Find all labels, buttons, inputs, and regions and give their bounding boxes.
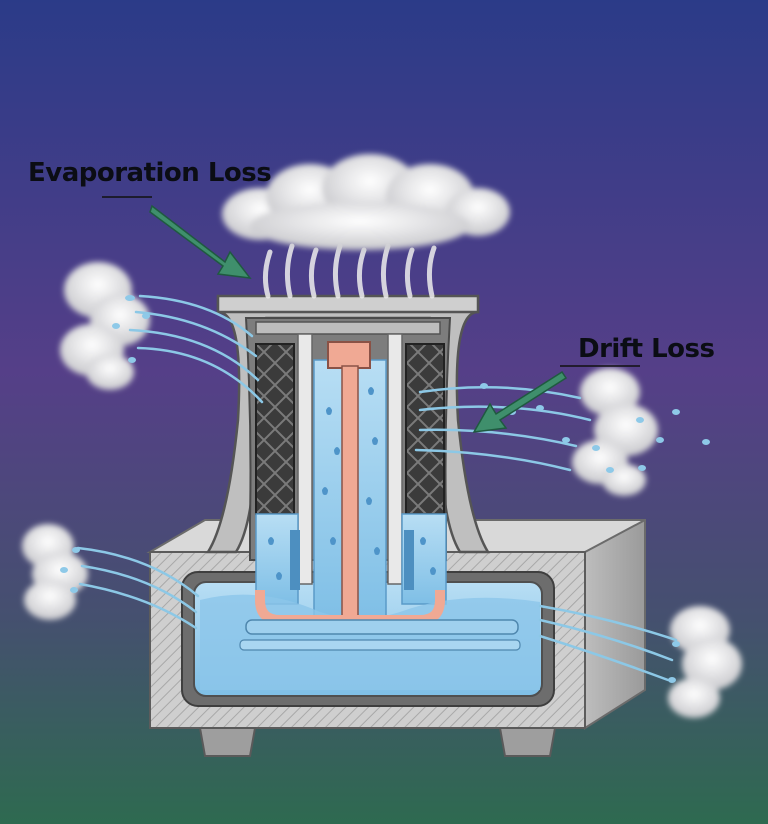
evaporation-loss-label: Evaporation Loss (28, 158, 272, 188)
evaporation-arrow (102, 196, 252, 279)
cloud-right-drift (572, 368, 658, 496)
cloud-left-upper (60, 262, 150, 390)
drift-arrow (472, 365, 640, 433)
cloud-right-lower (668, 606, 742, 718)
evaporation-cloud (222, 154, 510, 250)
drift-loss-label: Drift Loss (578, 334, 715, 364)
air-flow-lines (76, 294, 678, 682)
distribution-pipe (239, 341, 521, 651)
steam-plume-icon (262, 243, 437, 299)
cloud-left-lower (22, 524, 88, 620)
falling-droplets (268, 387, 436, 580)
